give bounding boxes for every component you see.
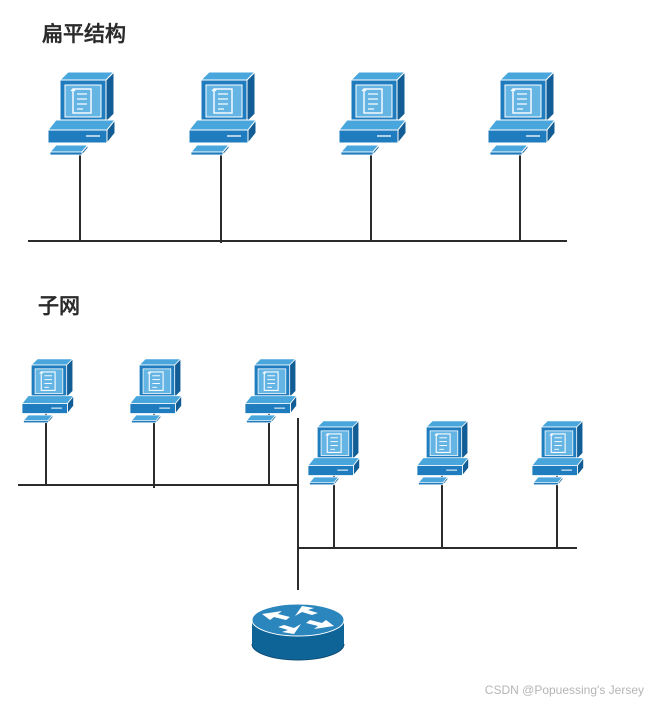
subnet-network [18,358,585,661]
router-icon [251,603,345,661]
workstation-icon [129,358,183,424]
workstation-icon [487,71,556,156]
workstation-icon [307,420,361,486]
workstation-icon [47,71,116,156]
subnet-title: 子网 [38,294,80,318]
workstation-icon [244,358,298,424]
flat-network [28,71,567,243]
watermark: CSDN @Popuessing's Jersey [484,683,644,697]
workstation-icon [21,358,75,424]
workstation-icon [338,71,407,156]
workstation-icon [188,71,257,156]
flat-structure-title: 扁平结构 [42,22,126,46]
workstation-icon [416,420,470,486]
workstation-icon [531,420,585,486]
